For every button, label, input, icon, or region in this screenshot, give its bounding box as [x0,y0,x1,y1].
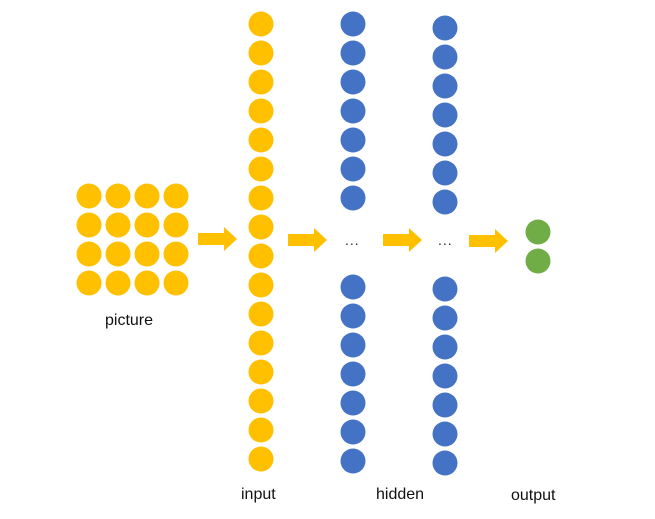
input-node [248,446,274,472]
input-node [248,359,274,385]
output-node [525,248,551,274]
picture-pixel-node [76,270,102,296]
input-node [248,388,274,414]
picture-pixel-node [105,270,131,296]
hidden-node [340,69,366,95]
input-node [248,214,274,240]
output-label: output [511,487,556,504]
input-layer [248,11,274,472]
picture-pixel-node [105,212,131,238]
picture-pixel-node [76,183,102,209]
picture-pixel-node [163,270,189,296]
flow-arrows [198,227,508,253]
input-node [248,40,274,66]
hidden-node [340,419,366,445]
hidden-node [432,276,458,302]
hidden-node [432,44,458,70]
input-node [248,301,274,327]
picture-pixel-node [163,212,189,238]
hidden-label: hidden [376,486,425,503]
input-node [248,98,274,124]
hidden-node [340,185,366,211]
hidden-node [432,160,458,186]
flow-arrow [383,228,422,252]
hidden-node [340,127,366,153]
hidden-node [432,73,458,99]
input-node [248,330,274,356]
hidden-layer-2 [432,15,458,476]
picture-pixel-node [134,270,160,296]
hidden-node [340,332,366,358]
picture-pixel-node [163,241,189,267]
input-node [248,272,274,298]
flow-arrow [288,228,327,252]
hidden-node [340,448,366,474]
hidden-node [432,102,458,128]
hidden-layer-1 [340,11,366,474]
picture-pixel-node [105,241,131,267]
output-layer [525,219,551,274]
output-node [525,219,551,245]
hidden-node [432,189,458,215]
hidden-node [432,392,458,418]
flow-arrow [469,229,508,253]
hidden-node [432,131,458,157]
hidden-node [340,303,366,329]
hidden-node [432,363,458,389]
picture-pixel-node [76,241,102,267]
hidden-node [340,390,366,416]
hidden-node [340,40,366,66]
picture-pixel-node [134,241,160,267]
hidden-node [432,15,458,41]
picture-pixel-node [134,183,160,209]
flow-arrow [198,227,237,251]
hidden-node [340,361,366,387]
picture-label: picture [105,312,154,329]
picture-pixel-node [163,183,189,209]
hidden-1-ellipsis: ... [345,232,360,248]
input-node [248,11,274,37]
hidden-node [432,334,458,360]
picture-pixel-node [76,212,102,238]
input-label: input [241,486,276,503]
input-node [248,69,274,95]
input-node [248,127,274,153]
hidden-node [432,305,458,331]
hidden-2-ellipsis: ... [438,232,453,248]
input-node [248,243,274,269]
input-node [248,156,274,182]
hidden-node [340,11,366,37]
hidden-node [432,450,458,476]
hidden-node [432,421,458,447]
hidden-node [340,98,366,124]
input-node [248,185,274,211]
input-node [248,417,274,443]
picture-pixel-node [105,183,131,209]
hidden-node [340,156,366,182]
picture-grid [76,183,189,296]
picture-pixel-node [134,212,160,238]
hidden-node [340,274,366,300]
